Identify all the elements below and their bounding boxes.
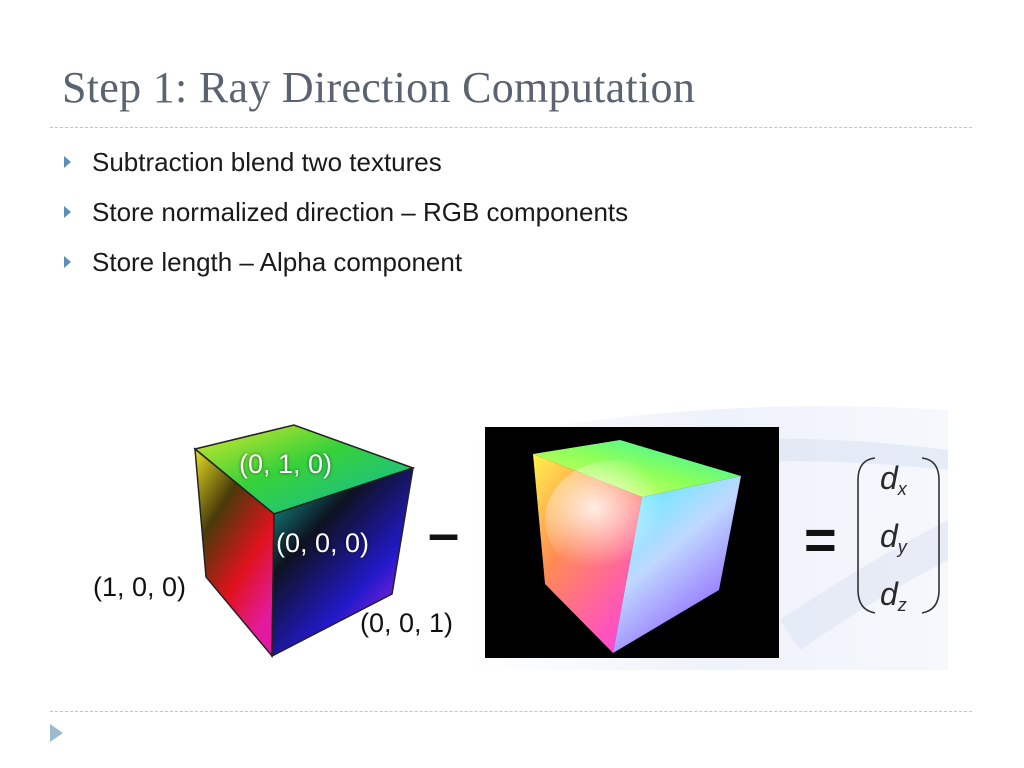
minus-operator: – xyxy=(428,501,460,564)
footer-divider xyxy=(50,711,972,712)
slide-title: Step 1: Ray Direction Computation xyxy=(62,63,696,112)
cube-label-top: (0, 1, 0) xyxy=(239,449,333,479)
bullet-text: Subtraction blend two textures xyxy=(92,147,442,177)
vector-entry-dx: dx xyxy=(880,460,907,499)
right-cube-panel xyxy=(485,427,779,658)
title-divider xyxy=(50,127,972,128)
triangle-right-icon[interactable] xyxy=(50,724,63,742)
bullet-text: Store length – Alpha component xyxy=(92,247,463,277)
vector-entry-dz: dz xyxy=(880,576,907,615)
cube-label-bottom: (0, 0, 1) xyxy=(360,608,454,638)
cube-label-center: (0, 0, 0) xyxy=(276,528,370,558)
left-rgb-cube xyxy=(193,424,416,659)
vector-brackets xyxy=(857,457,940,614)
bullet-text: Store normalized direction – RGB compone… xyxy=(92,197,629,227)
bullet-arrow-icon xyxy=(64,256,71,268)
bullet-arrow-icon xyxy=(64,206,71,218)
cube-label-left: (1, 0, 0) xyxy=(93,572,187,602)
vector-entry-dy: dy xyxy=(880,518,907,557)
bullet-arrow-icon xyxy=(64,156,71,168)
equals-operator: = xyxy=(804,508,837,571)
